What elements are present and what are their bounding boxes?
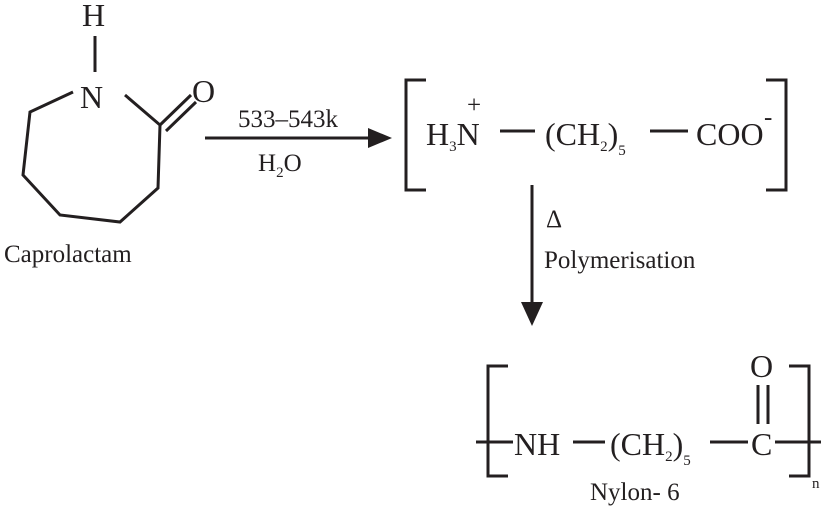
carboxylate-group: COO (696, 116, 764, 152)
nylon-chain-ch: (CH (610, 426, 665, 462)
ammonium-group: H3N (426, 116, 480, 155)
ammonium-plus-charge: + (467, 92, 481, 119)
intermediate-methylene-chain: (CH2)5 (545, 116, 626, 159)
polymerisation-arrow: Δ Polymerisation (521, 185, 696, 326)
nylon-amide-nh: NH (514, 426, 560, 462)
intermediate-structure: H3N + (CH2)5 COO - (404, 78, 788, 192)
nylon-chain-h-subscript: 2 (665, 449, 673, 465)
heat-symbol: Δ (546, 206, 562, 233)
water-subscript: 2 (276, 165, 284, 181)
co-double-bond-b (164, 100, 198, 133)
caprolactam-o-atom: O (192, 73, 215, 109)
repeat-count-n: n (812, 476, 820, 492)
reaction-arrow-head (368, 128, 392, 148)
nylon-right-bracket (789, 364, 811, 478)
intermediate-left-bracket (404, 78, 426, 192)
water-h: H (258, 150, 276, 177)
ammonium-h-subscript: 3 (449, 139, 457, 155)
polymerisation-arrow-head (521, 302, 543, 326)
nylon-left-bracket (486, 364, 508, 478)
nylon-carbonyl-c: C (751, 426, 772, 462)
reaction-condition-temperature: 533–543k (238, 106, 339, 133)
chain-count: 5 (618, 143, 626, 159)
polymerisation-label: Polymerisation (544, 247, 696, 274)
nylon-methylene-chain: (CH2)5 (610, 426, 691, 469)
nylon-label: Nylon- 6 (590, 479, 680, 506)
ammonium-h: H (426, 116, 449, 152)
nylon6-structure: NH (CH2)5 C O n Nylon- 6 (476, 348, 821, 506)
carboxylate-minus-charge: - (764, 104, 772, 131)
water-o: O (284, 150, 302, 177)
nylon-chain-close-paren: ) (673, 426, 684, 462)
chain-ch: (CH (545, 116, 600, 152)
intermediate-right-bracket (766, 78, 788, 192)
ammonium-n: N (457, 116, 480, 152)
caprolactam-structure: H N O Caprolactam (4, 0, 215, 268)
reaction-arrow: 533–543k H2O (205, 106, 392, 181)
chain-h-subscript: 2 (600, 139, 608, 155)
caprolactam-label: Caprolactam (4, 241, 132, 268)
nylon-carbonyl-o: O (750, 348, 773, 384)
nylon-chain-count: 5 (683, 453, 691, 469)
co-double-bond-a (158, 93, 193, 127)
ring-bonds (21, 90, 162, 224)
caprolactam-h-atom: H (82, 0, 105, 33)
caprolactam-n-atom: N (80, 79, 103, 115)
reaction-reagent-water: H2O (258, 150, 302, 181)
chain-close-paren: ) (608, 116, 619, 152)
